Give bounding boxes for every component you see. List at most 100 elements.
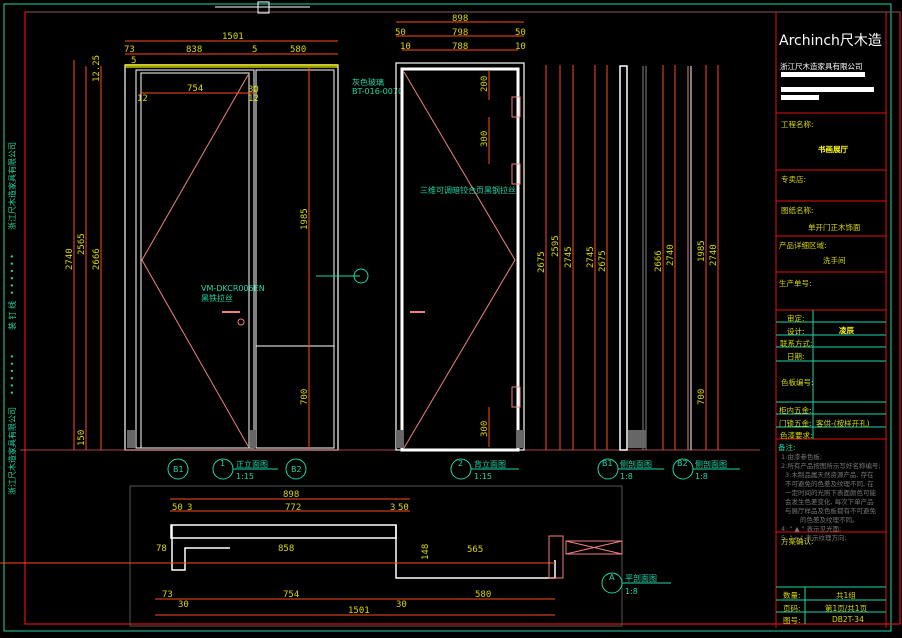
label-text: 12.25 — [92, 55, 102, 82]
label-text: 5 — [252, 45, 257, 55]
production-no-label: 生产单号: — [779, 279, 812, 288]
label-text: 4: " ▲ " 表示见光面; — [781, 525, 842, 533]
finish-code: VM-DKCR006EN — [201, 284, 265, 293]
label-text: 3 — [390, 503, 395, 513]
drawing-name-value: 单开门正木饰面 — [808, 223, 861, 232]
label-text: 2745 — [586, 246, 596, 268]
label-text: 2:所有产品按图所示写好名称编号; — [781, 462, 881, 470]
area-value: 洗手间 — [823, 256, 846, 265]
label-text: 1:8 — [625, 587, 638, 596]
label-text: 565 — [467, 545, 483, 555]
label-text: 2740 — [709, 244, 719, 266]
label-text: 与展厅样品及色板都有不可避免 — [785, 507, 876, 515]
b1-view-title: 侧剖面图 — [620, 459, 652, 469]
inner-border — [24, 11, 901, 625]
label-text: 798 — [452, 28, 468, 38]
label-text: 2740 — [666, 244, 676, 266]
project-value: 书画展厅 — [818, 145, 848, 154]
label-text: 10 — [515, 42, 526, 52]
label-text: 700 — [300, 389, 310, 405]
designer-value: 凌辰 — [839, 326, 854, 335]
label-text: 50 — [515, 28, 526, 38]
binding-line-label: 装 钉 线 — [7, 301, 17, 330]
approval-label: 方案确认: — [781, 537, 814, 546]
label-text: 580 — [290, 45, 306, 55]
label-text: 浙江尺木造家具有限公司 — [7, 407, 17, 495]
label-text: 754 — [187, 84, 203, 94]
label-text: 580 — [475, 590, 491, 600]
label-text: 会发生色差变化, 每次下单产品 — [785, 498, 874, 506]
label-text: 2675 — [598, 250, 608, 272]
back-elevation: 898 50 798 50 10 788 10 200 300 300 三维可调… — [395, 14, 526, 452]
label-text: 3 — [187, 503, 192, 513]
label-text: • • • • • • — [8, 254, 17, 295]
label-text: B1 — [602, 459, 613, 468]
page-value: 第1页/共1页 — [825, 604, 868, 613]
front-elevation: 1501 73 838 5 580 5 754 30 12 12 2740 25… — [20, 32, 760, 451]
drawing-no-label: 图号: — [783, 616, 801, 625]
label-text: 30 — [178, 600, 189, 610]
project-label: 工程名称: — [781, 120, 814, 129]
handle-note: 黑铁拉丝 — [201, 293, 233, 303]
label-text: 1:由漆参色板; — [781, 453, 823, 461]
brand-logo: Archinch尺木造 — [779, 33, 882, 49]
label-text: 772 — [285, 503, 301, 513]
section-a-marker-icon — [353, 268, 369, 284]
label-text: 1501 — [348, 606, 370, 616]
label-text: 150 — [77, 430, 87, 446]
label-text: 1:15 — [474, 472, 492, 481]
label-text: 3:木制品属天然资源产品, 存在 — [785, 471, 874, 479]
dim-front-1501: 1501 — [222, 32, 244, 42]
label-text: 50 — [398, 503, 409, 513]
label-text: 73 — [124, 45, 135, 55]
plan-section: 898 50 3 772 3 50 78 858 148 565 73 754 … — [0, 485, 623, 627]
back-view-title: 背立面图 — [474, 459, 506, 469]
label-text: B2 — [291, 465, 302, 474]
quantity-value: 共1组 — [836, 591, 856, 600]
label-text: 788 — [452, 42, 468, 52]
label-text: 2595 — [551, 235, 561, 257]
label-text: 50 — [172, 503, 183, 513]
field-label: 柜内五金: — [779, 406, 812, 415]
field-label: 色漆要求: — [780, 431, 813, 440]
outer-border — [3, 3, 892, 632]
label-text: 1985 — [300, 208, 310, 230]
front-view-title: 正立面图 — [236, 459, 268, 469]
label-text: 10 — [400, 42, 411, 52]
label-text: 1:8 — [695, 472, 708, 481]
glass-note: 灰色玻璃 — [352, 77, 384, 87]
field-label: 审定: — [787, 314, 805, 323]
page-label: 页码: — [783, 604, 801, 613]
label-text: A — [609, 573, 615, 582]
label-text: 的色差及纹理不同。 — [800, 516, 859, 524]
label-text: 2666 — [92, 248, 102, 270]
label-text: 78 — [156, 544, 167, 554]
section-b2-marker-icon — [285, 458, 307, 480]
hinge-note: 三维可调暗铰合页黑钢拉丝 — [420, 185, 516, 195]
glass-code: BT-016-0070 — [352, 87, 403, 96]
top-mark-box — [257, 1, 270, 14]
drawing-no-value: DB2T-34 — [832, 615, 864, 624]
field-label: 日期: — [787, 352, 805, 361]
label-text: 148 — [421, 544, 431, 560]
label-text: 700 — [697, 389, 707, 405]
field-label: 色板编号: — [781, 378, 814, 387]
field-label: 门锁五金: — [779, 419, 812, 428]
label-text: 1985 — [697, 240, 707, 262]
notes-title: 备注: — [778, 443, 796, 452]
b2-view-title: 侧剖面图 — [695, 459, 727, 469]
label-text: 898 — [452, 14, 468, 24]
label-text: • • • • • • — [8, 354, 17, 395]
side-company: 浙江尺木造家具有限公司 — [7, 142, 17, 230]
label-text: 73 — [162, 590, 173, 600]
label-text: 50 — [395, 28, 406, 38]
label-text: 2745 — [564, 246, 574, 268]
label-text: 2565 — [77, 233, 87, 255]
label-text: 5: " ─ " 表示纹理方向; — [781, 534, 847, 542]
label-text: 12 — [137, 94, 148, 104]
label-text: B2 — [677, 459, 688, 468]
label-text: 200 — [480, 76, 490, 92]
quantity-label: 数量: — [783, 591, 801, 600]
drawing-name-label: 图纸名称: — [781, 206, 814, 215]
